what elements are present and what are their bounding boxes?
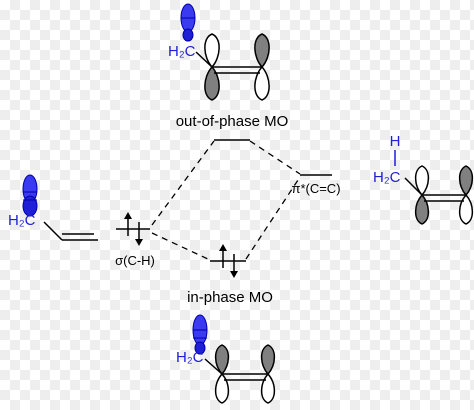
ch-fragment: H₂C (8, 174, 98, 241)
h-atom-label: H (390, 133, 401, 150)
ch-sigma-orbital-left (22, 174, 38, 217)
in-phase-p-orbital-right (260, 344, 276, 404)
vinyl-double-bond (43, 221, 98, 241)
h2c-label-right: H₂C (373, 169, 401, 186)
p-orbital-left (204, 33, 220, 101)
pi-star-label: π*(C=C) (291, 181, 340, 196)
in-phase-cc-bond (222, 373, 268, 381)
cc-double-bond (212, 66, 262, 74)
out-of-phase-structure: H₂C (168, 3, 270, 101)
ch-sigma-orbital (180, 3, 196, 42)
h2c-label-bottom: H₂C (176, 349, 204, 366)
in-phase-p-orbital-left (214, 344, 230, 404)
in-phase-electron-arrows (219, 244, 238, 278)
correlation-lines (151, 140, 301, 261)
electron-pair-arrows (124, 212, 143, 246)
in-phase-level (210, 244, 246, 278)
h2c-label: H₂C (168, 43, 196, 60)
in-phase-label: in-phase MO (187, 289, 273, 306)
sigma-ch-level (116, 212, 150, 246)
pi-star-orbital-right (458, 165, 474, 225)
in-phase-structure: H₂C (176, 314, 276, 404)
ch-sigma-orbital-bottom (192, 314, 208, 355)
pi-star-cc-bond (422, 194, 466, 202)
p-orbital-right (254, 33, 270, 101)
pi-star-fragment: H H₂C (373, 133, 474, 225)
pi-star-orbital-left (414, 165, 430, 225)
out-of-phase-label: out-of-phase MO (176, 113, 289, 130)
sigma-ch-label: σ(C-H) (115, 253, 155, 268)
h2c-label-left: H₂C (8, 212, 36, 229)
